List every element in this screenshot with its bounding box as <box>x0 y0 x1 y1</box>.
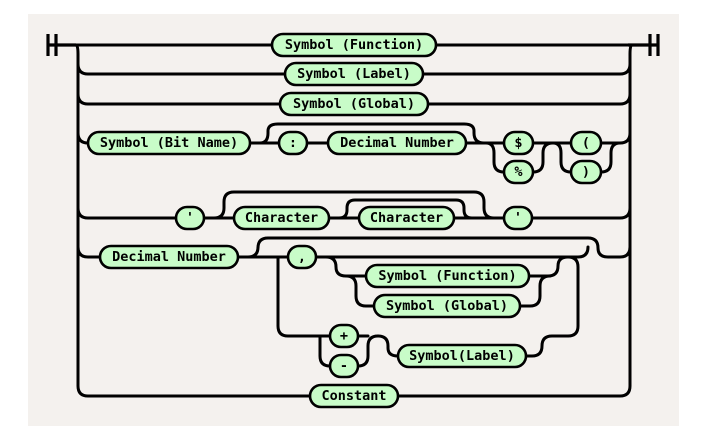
node-label: + <box>340 328 348 344</box>
node-label: ( <box>582 135 590 151</box>
node-label: Symbol (Function) <box>285 37 423 53</box>
node-paren-close: ) <box>569 159 603 185</box>
node-label: ) <box>582 164 590 180</box>
node-plus: + <box>328 323 360 349</box>
node-symbol-global-top: Symbol (Global) <box>278 91 430 117</box>
node-label: Symbol (Label) <box>297 66 411 82</box>
node-comma: , <box>286 244 318 270</box>
node-symbol-label-sub: Symbol(Label) <box>396 343 528 369</box>
node-percent: % <box>502 159 535 185</box>
node-label: Symbol (Global) <box>386 298 508 314</box>
node-symbol-function-top: Symbol (Function) <box>270 32 438 58</box>
node-symbol-label-top: Symbol (Label) <box>283 61 425 87</box>
node-character-1: Character <box>232 205 331 231</box>
node-dollar: $ <box>502 130 535 156</box>
node-minus: - <box>328 353 360 379</box>
node-constant: Constant <box>308 383 400 409</box>
node-label: % <box>514 164 523 180</box>
node-label: - <box>340 358 348 374</box>
node-label: ' <box>186 210 194 226</box>
node-decimal-number-main: Decimal Number <box>98 244 240 270</box>
node-label: , <box>298 249 306 265</box>
node-label: $ <box>514 135 522 151</box>
node-label: Symbol (Function) <box>378 268 516 284</box>
node-decimal-number-bit: Decimal Number <box>326 130 468 156</box>
node-symbol-bit-name: Symbol (Bit Name) <box>86 130 252 156</box>
node-colon: : <box>277 130 309 156</box>
node-label: Character <box>245 210 318 226</box>
node-character-2: Character <box>357 205 456 231</box>
node-quote-close: ' <box>502 205 534 231</box>
node-label: Constant <box>321 388 386 404</box>
node-symbol-global-sub: Symbol (Global) <box>372 293 522 319</box>
node-label: Symbol(Label) <box>409 348 515 364</box>
node-symbol-function-sub: Symbol (Function) <box>364 263 531 289</box>
node-label: ' <box>514 210 522 226</box>
node-quote-open: ' <box>174 205 206 231</box>
node-label: Symbol (Bit Name) <box>100 135 238 151</box>
node-label: Decimal Number <box>112 249 226 265</box>
node-label: Symbol (Global) <box>293 96 415 112</box>
node-label: Decimal Number <box>340 135 454 151</box>
start-cap <box>46 34 76 56</box>
connector-lines <box>74 43 634 398</box>
node-label: Character <box>370 210 443 226</box>
node-label: : <box>289 135 297 151</box>
node-paren-open: ( <box>569 130 603 156</box>
